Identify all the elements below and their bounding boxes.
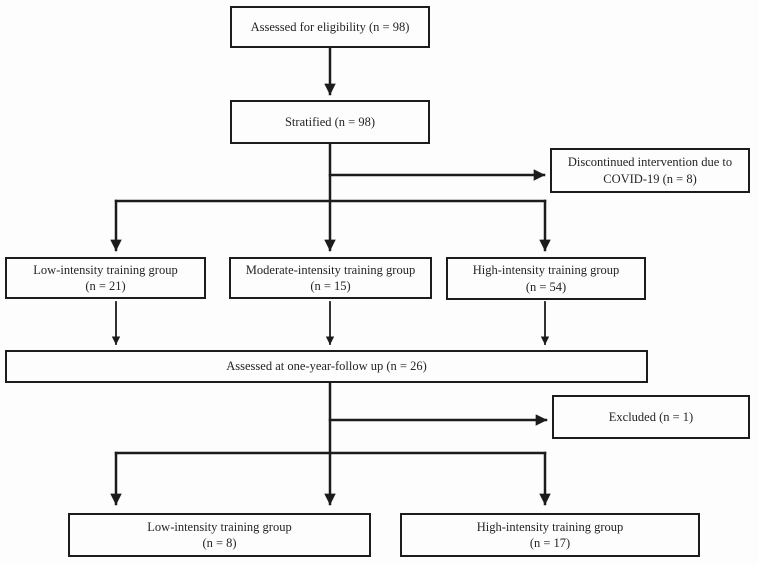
moderate-group-label-line1: Moderate-intensity training group bbox=[245, 262, 416, 277]
low-group-label-line2: (n = 21) bbox=[85, 279, 126, 293]
discontinued-box: Discontinued intervention due to COVID-1… bbox=[550, 148, 750, 193]
high-group-label-line2: (n = 54) bbox=[525, 279, 567, 294]
excluded-label: Excluded (n = 1) bbox=[608, 409, 694, 424]
moderate-group-label-line2: (n = 15) bbox=[310, 279, 351, 293]
high-intensity-followup-box: High-intensity training group (n = 17) bbox=[400, 513, 700, 557]
high-final-label-line2: (n = 17) bbox=[529, 536, 571, 550]
followup-label: Assessed at one-year-follow up (n = 26) bbox=[226, 359, 427, 374]
high-intensity-group-box: High-intensity training group (n = 54) bbox=[446, 257, 646, 300]
low-final-label-line2: (n = 8) bbox=[202, 536, 237, 550]
one-year-followup-box: Assessed at one-year-follow up (n = 26) bbox=[5, 350, 648, 383]
stratified-box: Stratified (n = 98) bbox=[230, 100, 430, 144]
discontinued-label-line2: COVID-19 (n = 8) bbox=[603, 171, 697, 186]
high-group-label-line1: High-intensity training group bbox=[472, 263, 620, 277]
low-intensity-followup-box: Low-intensity training group (n = 8) bbox=[68, 513, 371, 557]
excluded-box: Excluded (n = 1) bbox=[552, 395, 750, 439]
low-final-label-line1: Low-intensity training group bbox=[147, 519, 292, 534]
discontinued-label-line1: Discontinued intervention due to bbox=[567, 155, 733, 169]
low-group-label-line1: Low-intensity training group bbox=[33, 262, 178, 277]
stratified-label: Stratified (n = 98) bbox=[284, 114, 375, 129]
eligibility-label: Assessed for eligibility (n = 98) bbox=[250, 19, 410, 34]
eligibility-box: Assessed for eligibility (n = 98) bbox=[230, 6, 430, 48]
moderate-intensity-group-box: Moderate-intensity training group (n = 1… bbox=[229, 257, 432, 299]
low-intensity-group-box: Low-intensity training group (n = 21) bbox=[5, 257, 206, 299]
high-final-label-line1: High-intensity training group bbox=[476, 519, 624, 534]
